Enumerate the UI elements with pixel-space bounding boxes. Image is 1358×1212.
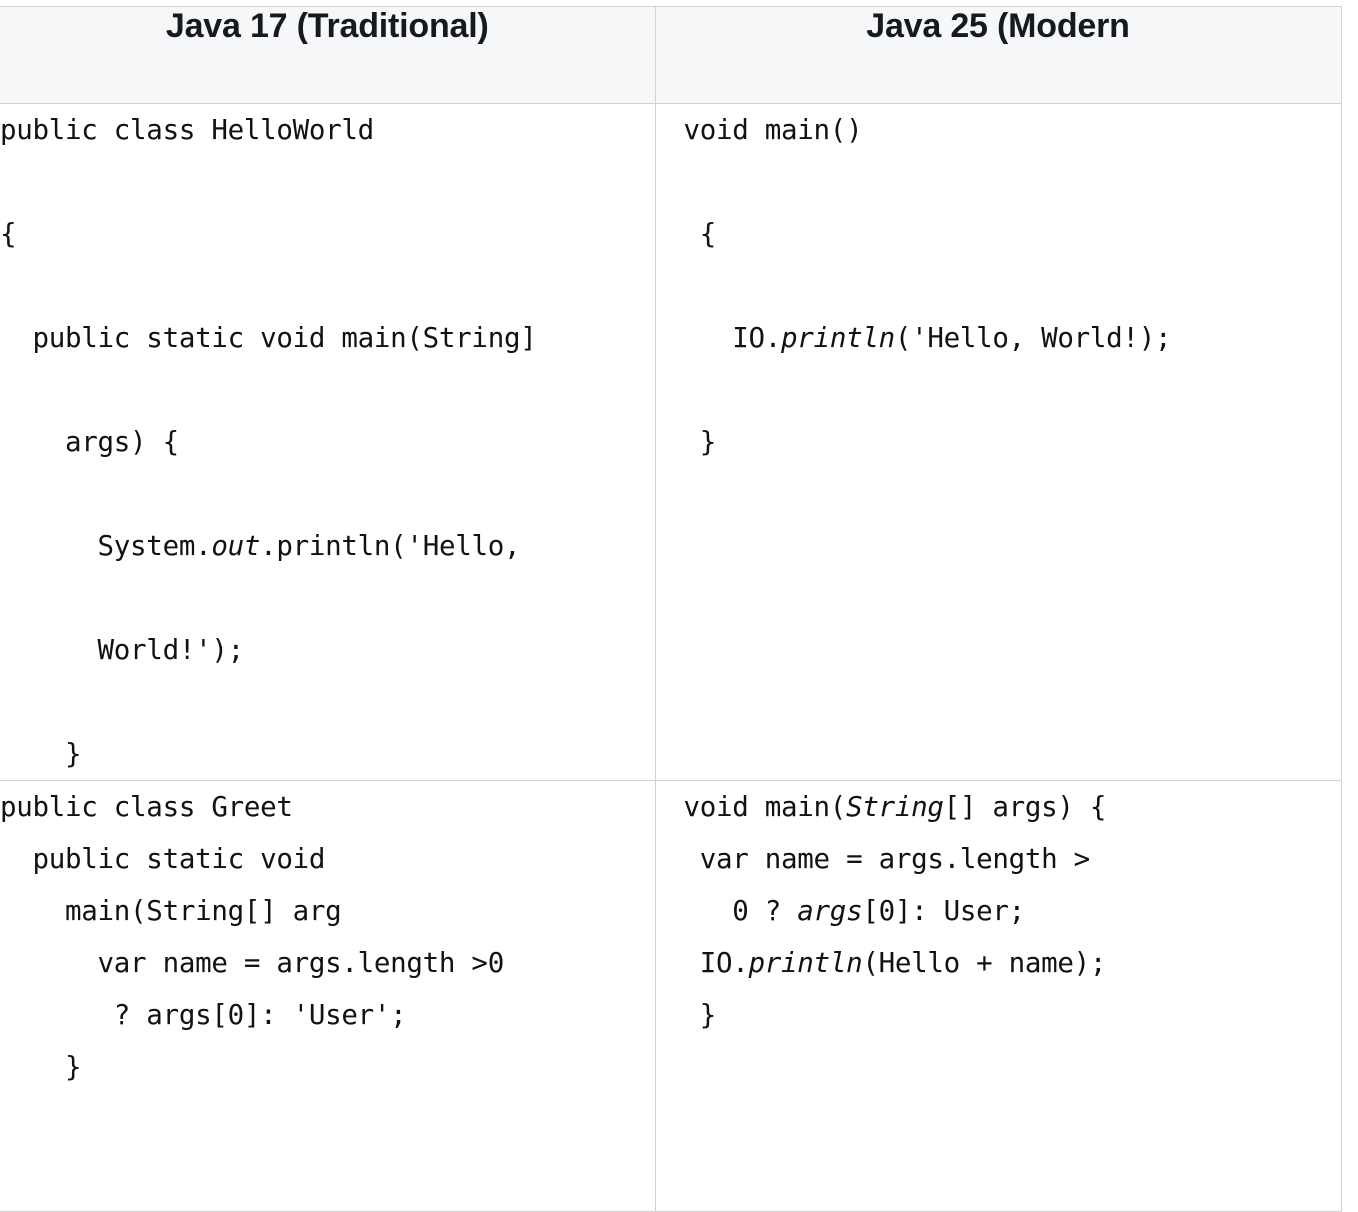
column-header-java25: Java 25 (Modern: [655, 6, 1342, 104]
column-header-java17: Java 17 (Traditional): [0, 6, 656, 104]
code-cell-java25-greet: void main(String[] args) { var name = ar…: [655, 780, 1342, 1212]
code-block: public class HelloWorld { public static …: [0, 114, 537, 770]
code-block: public class Greet public static void ma…: [0, 791, 504, 1083]
code-block: void main(String[] args) { var name = ar…: [683, 791, 1107, 1031]
code-cell-java25-helloworld: void main() { IO.println('Hello, World!)…: [655, 103, 1342, 781]
code-cell-java17-helloworld: public class HelloWorld { public static …: [0, 103, 656, 781]
java-version-comparison-table: Java 17 (Traditional) Java 25 (Modern pu…: [0, 6, 1342, 1212]
code-block: void main() { IO.println('Hello, World!)…: [683, 114, 1172, 458]
table-row: public class Greet public static void ma…: [0, 780, 1342, 1212]
table-row: public class HelloWorld { public static …: [0, 103, 1342, 781]
table-header-row: Java 17 (Traditional) Java 25 (Modern: [0, 6, 1342, 104]
code-cell-java17-greet: public class Greet public static void ma…: [0, 780, 656, 1212]
